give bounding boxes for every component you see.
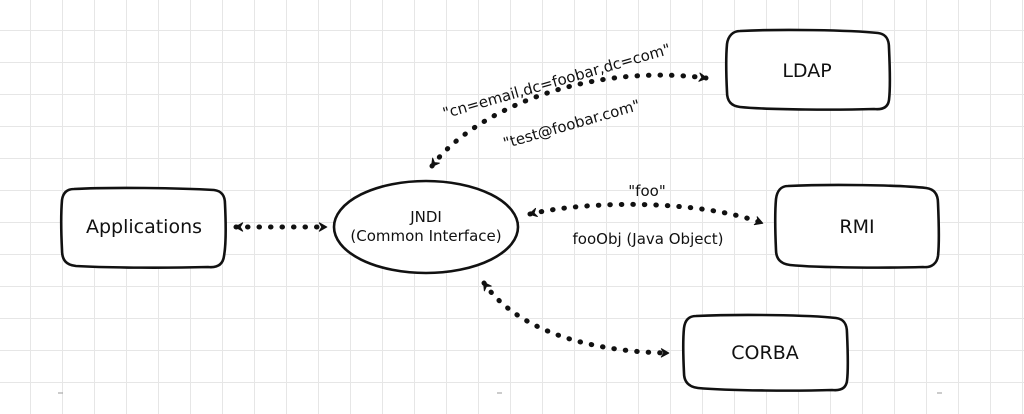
node-applications[interactable]: Applications xyxy=(59,186,227,269)
node-jndi-label-line1: JNDI xyxy=(409,208,442,226)
node-rmi[interactable]: RMI xyxy=(773,183,941,269)
edge-jndi-corba xyxy=(481,280,671,358)
node-ldap[interactable]: LDAP xyxy=(724,28,892,111)
node-jndi[interactable]: JNDI (Common Interface) xyxy=(332,179,520,275)
node-jndi-ellipse xyxy=(332,179,520,275)
edge-jndi-rmi xyxy=(527,201,765,226)
node-rmi-box xyxy=(773,183,941,269)
node-ldap-label: LDAP xyxy=(782,60,831,82)
node-corba-label: CORBA xyxy=(731,342,798,364)
node-ldap-box xyxy=(724,28,892,111)
edge-label-rmi-request: "foo" xyxy=(628,182,665,200)
node-applications-box xyxy=(59,186,227,269)
node-corba[interactable]: CORBA xyxy=(681,313,850,392)
node-jndi-label-line2: (Common Interface) xyxy=(350,227,501,245)
edge-jndi-ldap xyxy=(429,72,709,169)
node-corba-box xyxy=(681,313,850,392)
node-applications-label: Applications xyxy=(86,216,202,238)
node-rmi-label: RMI xyxy=(839,216,874,238)
edge-label-rmi-response: fooObj (Java Object) xyxy=(573,230,724,248)
edge-label-ldap-response: "test@foobar.com" xyxy=(501,96,642,152)
